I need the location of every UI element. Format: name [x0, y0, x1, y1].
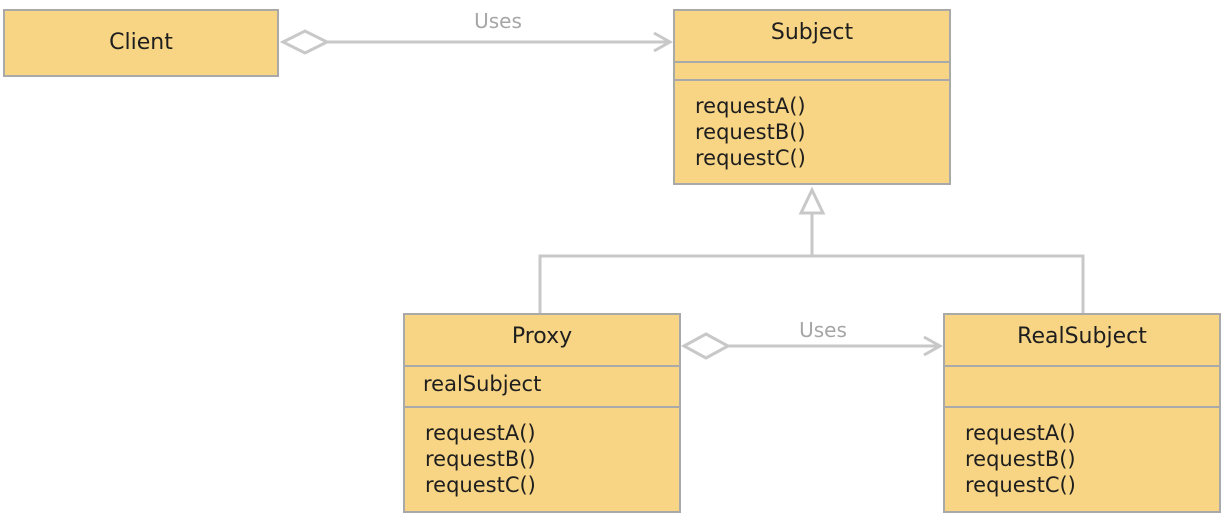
proxy-operation: requestB(): [425, 447, 536, 471]
proxy-attribute: realSubject: [423, 372, 542, 396]
proxy-generalization-line: [538, 254, 1085, 314]
subject-operation: requestC(): [695, 146, 806, 170]
proxy-realsubject-uses-label: Uses: [799, 318, 847, 342]
proxy-operations-section: requestA() requestB() requestC(): [405, 406, 679, 498]
proxy-realsubject-arrowhead: [923, 335, 944, 357]
proxy-class: Proxy realSubject requestA() requestB() …: [403, 313, 681, 513]
client-aggregation-diamond: [279, 29, 331, 55]
realsubject-operation: requestC(): [965, 473, 1076, 497]
client-class-name: Client: [109, 30, 173, 55]
realsubject-operation: requestB(): [965, 447, 1076, 471]
proxy-aggregation-diamond: [680, 332, 732, 360]
realsubject-class-name: RealSubject: [1017, 324, 1147, 349]
subject-operations-section: requestA() requestB() requestC(): [675, 79, 949, 171]
client-class: Client: [3, 9, 279, 77]
subject-class: Subject requestA() requestB() requestC(): [673, 9, 951, 185]
realsubject-class: RealSubject requestA() requestB() reques…: [943, 313, 1221, 513]
subject-operation: requestA(): [695, 94, 806, 118]
client-subject-uses-label: Uses: [474, 9, 522, 33]
subject-attributes-section: [675, 61, 949, 79]
proxy-operation: requestC(): [425, 473, 536, 497]
realsubject-operations-section: requestA() requestB() requestC(): [945, 406, 1219, 498]
proxy-class-name: Proxy: [511, 324, 573, 349]
proxy-operation: requestA(): [425, 421, 536, 445]
realsubject-operation: requestA(): [965, 421, 1076, 445]
realsubject-attributes-section: [945, 365, 1219, 406]
subject-operation: requestB(): [695, 120, 806, 144]
client-subject-arrowhead: [653, 31, 674, 53]
generalization-triangle: [798, 186, 826, 215]
proxy-attributes-section: realSubject: [405, 365, 679, 406]
subject-class-name: Subject: [770, 20, 854, 45]
